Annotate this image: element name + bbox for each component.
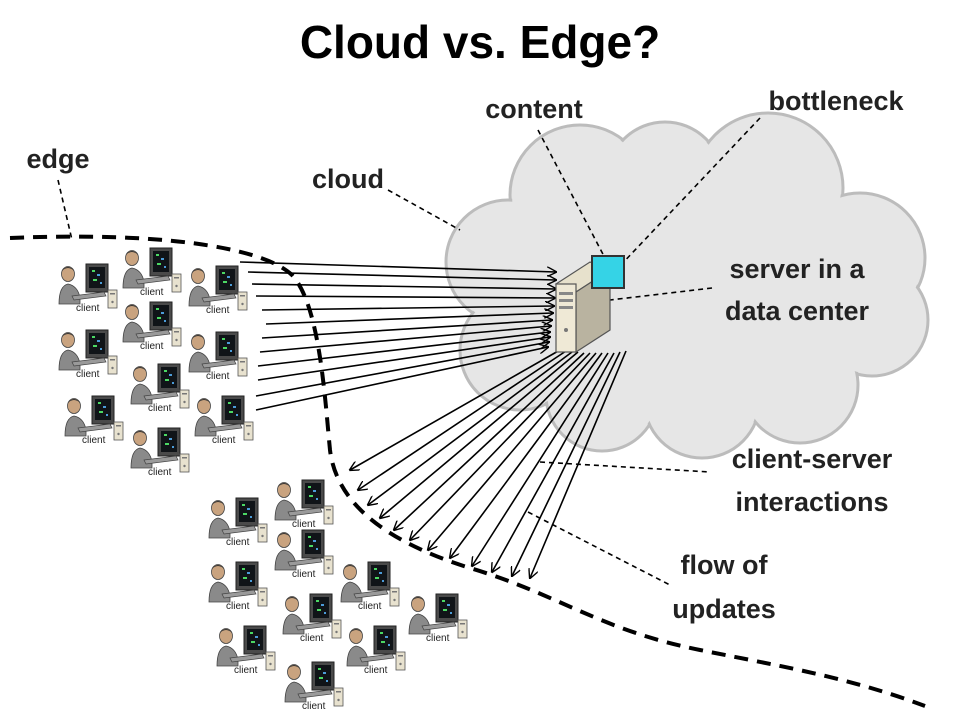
server-label-line1: server in a (729, 254, 865, 284)
bottleneck-label: bottleneck (768, 86, 904, 116)
edge-boundary (9, 234, 926, 708)
cloud-shape (444, 111, 930, 460)
server-icon (554, 261, 612, 354)
content-box-icon (591, 255, 625, 289)
client-server-interactions (239, 261, 556, 411)
edge-label: edge (26, 144, 89, 174)
client-group-upper (58, 247, 254, 479)
client-group-lower (208, 479, 468, 713)
updates-label-line2: updates (672, 594, 776, 624)
leader-lines (57, 117, 761, 586)
page-title: Cloud vs. Edge? (300, 16, 660, 68)
updates-label-line1: flow of (681, 550, 769, 580)
content-label: content (485, 94, 583, 124)
server-label-line2: data center (725, 296, 870, 326)
interactions-label-line2: interactions (735, 487, 888, 517)
interactions-label-line1: client-server (732, 444, 893, 474)
flow-of-updates (350, 349, 627, 578)
cloud-label: cloud (312, 164, 384, 194)
